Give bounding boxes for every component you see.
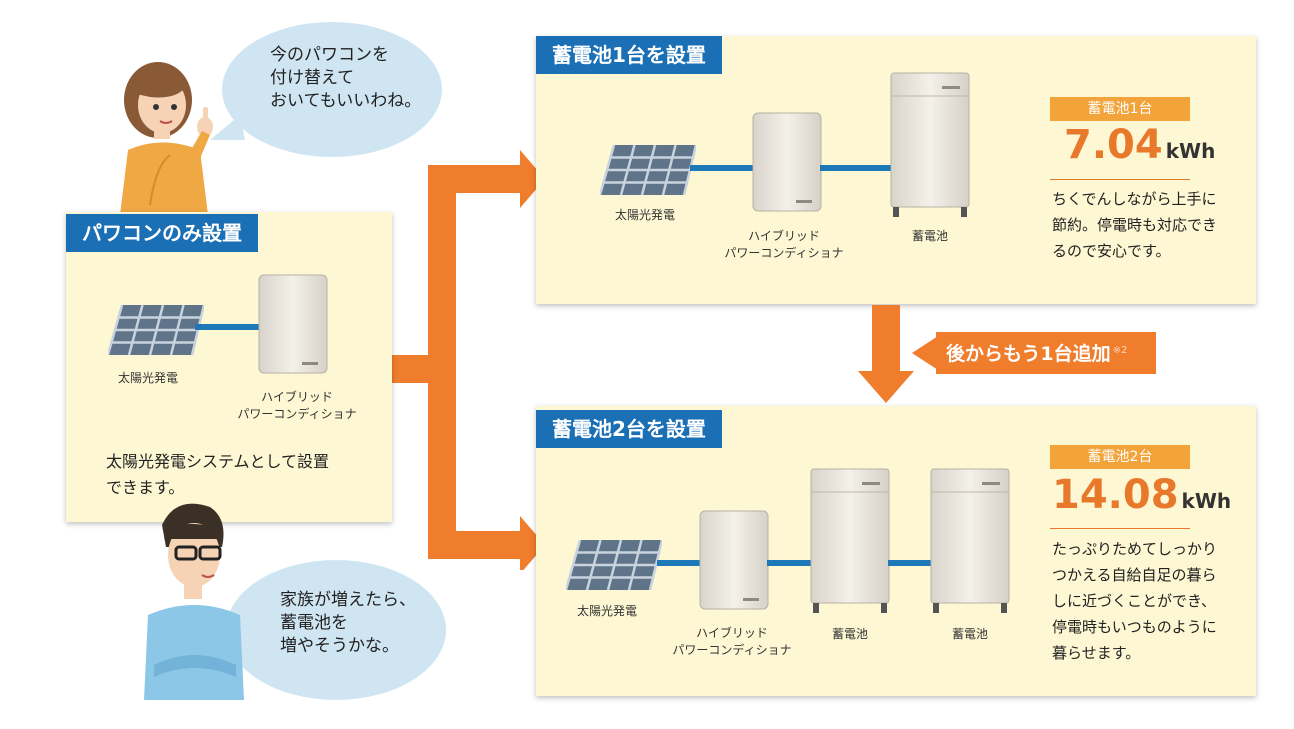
panel-two-batteries-title: 蓄電池2台を設置 bbox=[536, 410, 722, 448]
woman-speech-bubble bbox=[222, 22, 442, 157]
add-battery-label: 後からもう1台追加 bbox=[946, 343, 1111, 365]
panel-one-desc-3: るので安心です。 bbox=[1052, 242, 1171, 260]
solar-panel-icon bbox=[566, 540, 662, 590]
woman-character-icon bbox=[120, 62, 213, 215]
man-speech-bubble bbox=[226, 560, 446, 700]
panel-inverter-only bbox=[66, 212, 392, 522]
connection-wire bbox=[690, 165, 756, 171]
capacity-number: 7.04 bbox=[1064, 122, 1163, 168]
battery-label: 蓄電池 bbox=[911, 229, 948, 243]
panel-one-battery-title: 蓄電池1台を設置 bbox=[536, 36, 722, 74]
panel-inverter-only-title: パワコンのみ設置 bbox=[66, 214, 258, 252]
inverter-icon bbox=[699, 510, 769, 610]
panel-two-desc-4: 停電時もいつものように bbox=[1052, 618, 1217, 636]
connection-wire bbox=[767, 560, 813, 566]
capacity-unit: kWh bbox=[1181, 489, 1232, 513]
capacity-rule bbox=[1050, 528, 1190, 529]
battery-label: 蓄電池 bbox=[951, 627, 988, 641]
inverter-label-2: パワーコンディショナ bbox=[237, 407, 357, 421]
add-battery-text: 後からもう1台追加※2 bbox=[946, 339, 1127, 366]
connection-wire bbox=[820, 165, 894, 171]
panel-inverter-only-desc-1: 太陽光発電システムとして設置 bbox=[106, 452, 330, 471]
man-character-icon bbox=[144, 503, 244, 700]
add-battery-note: ※2 bbox=[1112, 344, 1128, 356]
panel-one-desc-1: ちくでんしながら上手に bbox=[1052, 190, 1217, 208]
callout-pointer-icon bbox=[912, 336, 938, 370]
battery-icon bbox=[890, 72, 970, 217]
inverter-icon bbox=[752, 112, 822, 212]
solar-label: 太陽光発電 bbox=[577, 604, 638, 618]
connection-wire bbox=[888, 560, 934, 566]
inverter-label-1: ハイブリッド bbox=[261, 390, 333, 404]
man-bubble-line-1: 家族が増えたら、 bbox=[280, 590, 416, 610]
solar-panel-icon bbox=[108, 305, 204, 355]
flow-arrows bbox=[380, 150, 545, 570]
panel-two-desc-3: しに近づくことができ、 bbox=[1052, 592, 1216, 610]
man-bubble-line-3: 増やそうかな。 bbox=[280, 636, 399, 656]
capacity-badge: 蓄電池1台 bbox=[1050, 97, 1190, 121]
add-battery-arrow bbox=[858, 305, 914, 403]
panel-two-desc-1: たっぷりためてしっかり bbox=[1052, 540, 1218, 558]
panel-inverter-only-desc-2: できます。 bbox=[106, 478, 185, 497]
inverter-icon bbox=[258, 274, 328, 374]
panel-one-desc-2: 節約。停電時も対応でき bbox=[1052, 216, 1218, 234]
battery-icon bbox=[810, 468, 890, 613]
connection-wire bbox=[195, 324, 263, 330]
capacity-unit: kWh bbox=[1165, 139, 1216, 163]
capacity-rule bbox=[1050, 179, 1190, 180]
solar-label: 太陽光発電 bbox=[118, 371, 179, 385]
inverter-label-2: パワーコンディショナ bbox=[724, 246, 844, 260]
capacity-number: 14.08 bbox=[1052, 472, 1179, 518]
inverter-label-2: パワーコンディショナ bbox=[672, 643, 792, 657]
solar-label: 太陽光発電 bbox=[615, 208, 676, 222]
panel-two-desc-2: つかえる自給自足の暮ら bbox=[1052, 566, 1217, 584]
connection-wire bbox=[657, 560, 703, 566]
inverter-label-1: ハイブリッド bbox=[748, 229, 820, 243]
woman-bubble-line-3: おいてもいいわね。 bbox=[270, 91, 422, 111]
panel-two-desc-5: 暮らせます。 bbox=[1052, 644, 1141, 662]
solar-panel-icon bbox=[600, 145, 696, 195]
battery-icon bbox=[930, 468, 1010, 613]
woman-bubble-line-1: 今のパワコンを bbox=[270, 45, 389, 65]
capacity-badge: 蓄電池2台 bbox=[1050, 445, 1190, 469]
inverter-label-1: ハイブリッド bbox=[696, 626, 768, 640]
man-bubble-line-2: 蓄電池を bbox=[280, 613, 348, 633]
add-battery-callout bbox=[936, 332, 1156, 374]
bubble-tail-icon bbox=[210, 115, 245, 140]
woman-bubble-line-2: 付け替えて bbox=[270, 68, 355, 88]
battery-label: 蓄電池 bbox=[831, 627, 868, 641]
